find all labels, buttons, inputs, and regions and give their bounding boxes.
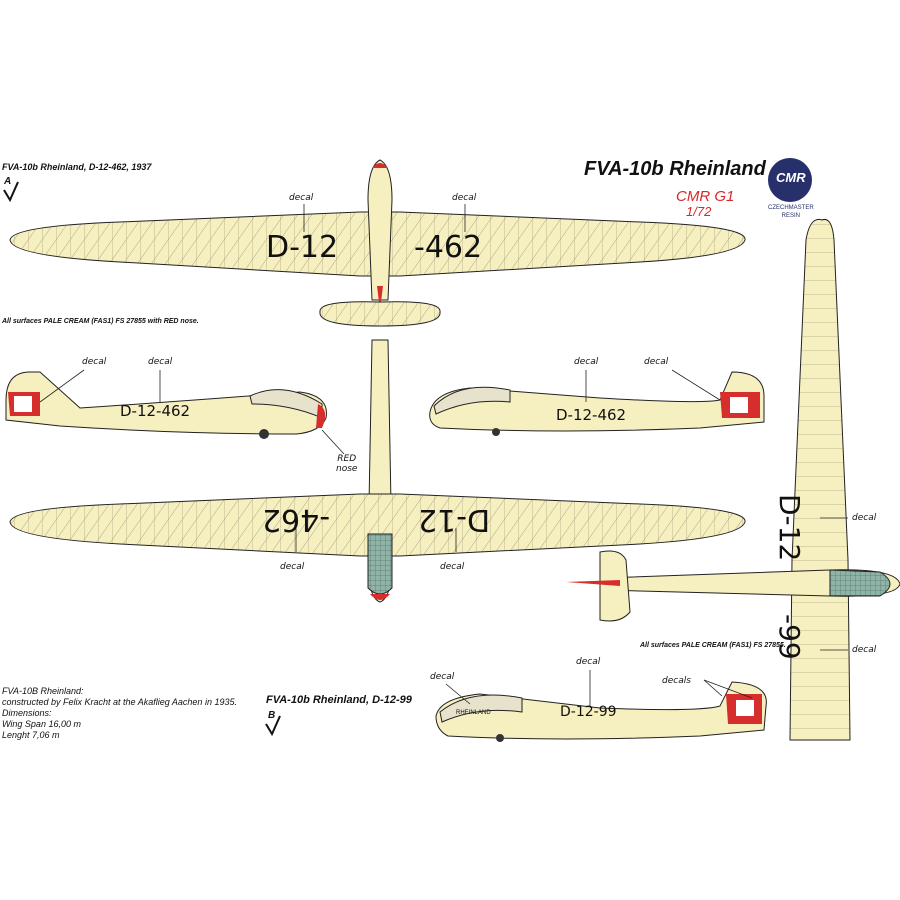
reg-wing-bottom-b: -99 xyxy=(773,614,806,660)
bottom-red-nose-a xyxy=(370,594,390,600)
side-fuselage-b xyxy=(435,681,767,740)
side-fuselage-left-a xyxy=(5,371,327,435)
reg-side-right-a: D-12-462 xyxy=(556,406,627,424)
side-name-b: RHEINLAND xyxy=(456,710,491,716)
side-wheel-left-a xyxy=(259,429,269,439)
bottom-view-a xyxy=(9,339,746,603)
leader-line xyxy=(703,679,753,699)
check-icon xyxy=(265,715,281,737)
letter-b: B xyxy=(268,710,276,721)
decal-label: decal xyxy=(289,193,314,203)
scale-ratio: 1/72 xyxy=(686,204,712,219)
decal-label: decal xyxy=(148,357,173,367)
decal-label: decal xyxy=(644,357,669,367)
cmr-logo xyxy=(768,158,812,202)
top-red-nose-a xyxy=(372,163,388,168)
side-fuselage-right-a xyxy=(429,371,765,432)
side-emblem-left-a xyxy=(14,396,32,412)
decal-label: decal xyxy=(452,193,477,203)
side-emblem-b xyxy=(736,700,754,716)
top-tailplane-a xyxy=(319,301,441,327)
side-view-right-a xyxy=(429,369,765,436)
info-line-5: Lenght 7,06 m xyxy=(2,730,60,740)
paint-note-a: All surfaces PALE CREAM (FAS1) FS 27855 … xyxy=(2,318,199,325)
decals-label: decals xyxy=(662,676,691,686)
reg-top-left-a: D-12 xyxy=(266,230,339,265)
side-view-b xyxy=(435,670,767,742)
red-nose-label: RED nose xyxy=(336,454,358,474)
reg-bottom-right-a: D-12 xyxy=(418,502,491,537)
info-line-2: constructed by Felix Kracht at the Akafl… xyxy=(2,697,237,707)
reg-bottom-left-a: -462 xyxy=(262,502,331,537)
decal-label: decal xyxy=(574,357,599,367)
side-emblem-right-a xyxy=(730,397,748,413)
info-line-4: Wing Span 16,00 m xyxy=(2,719,81,729)
reg-side-b: D-12-99 xyxy=(560,704,617,720)
logo-text: CMR xyxy=(776,170,806,185)
top-red-rudder-b xyxy=(566,580,620,586)
top-view-b xyxy=(566,218,900,741)
side-canopy-b xyxy=(439,694,523,723)
caption-b: FVA-10b Rheinland, D-12-99 xyxy=(266,694,412,706)
decal-label: decal xyxy=(430,672,455,682)
side-view-left-a xyxy=(5,369,345,455)
leader-line xyxy=(445,683,471,705)
leader-line xyxy=(703,679,723,697)
decal-label: decal xyxy=(576,657,601,667)
info-line-1: FVA-10B Rheinland: xyxy=(2,686,84,696)
reg-wing-top-b: D-12 xyxy=(773,494,806,562)
letter-a: A xyxy=(4,176,12,187)
bottom-wing-a xyxy=(9,493,746,557)
decal-label: decal xyxy=(852,645,877,655)
top-view-a xyxy=(9,159,746,327)
top-tailplane-b xyxy=(599,550,631,622)
decal-label: decal xyxy=(280,562,305,572)
logo-subtext: CZECHMASTER RESIN xyxy=(768,205,814,219)
leader-line xyxy=(39,369,85,403)
side-wheel-b xyxy=(496,734,504,742)
decal-label: decal xyxy=(852,513,877,523)
top-wing-b xyxy=(789,218,851,741)
decal-label: decal xyxy=(440,562,465,572)
paint-note-b: All surfaces PALE CREAM (FAS1) FS 27855. xyxy=(640,642,786,649)
scale-label: CMR G1 xyxy=(676,188,735,205)
reg-top-right-a: -462 xyxy=(414,230,483,265)
top-fuselage-a xyxy=(367,159,393,301)
check-icon xyxy=(3,181,19,203)
caption-a: FVA-10b Rheinland, D-12-462, 1937 xyxy=(2,162,152,172)
decal-label: decal xyxy=(82,357,107,367)
top-red-rudder-a xyxy=(377,286,383,310)
top-canopy-b xyxy=(829,569,891,597)
reg-side-left-a: D-12-462 xyxy=(120,402,191,420)
leader-line xyxy=(321,429,345,455)
leader-line xyxy=(671,369,721,401)
side-canopy-right-a xyxy=(433,386,511,415)
bottom-canopy-a xyxy=(367,533,393,595)
side-wheel-right-a xyxy=(492,428,500,436)
page-title: FVA-10b Rheinland xyxy=(584,158,766,180)
side-red-nose-left-a xyxy=(316,404,326,428)
info-line-3: Dimensions: xyxy=(2,708,52,718)
